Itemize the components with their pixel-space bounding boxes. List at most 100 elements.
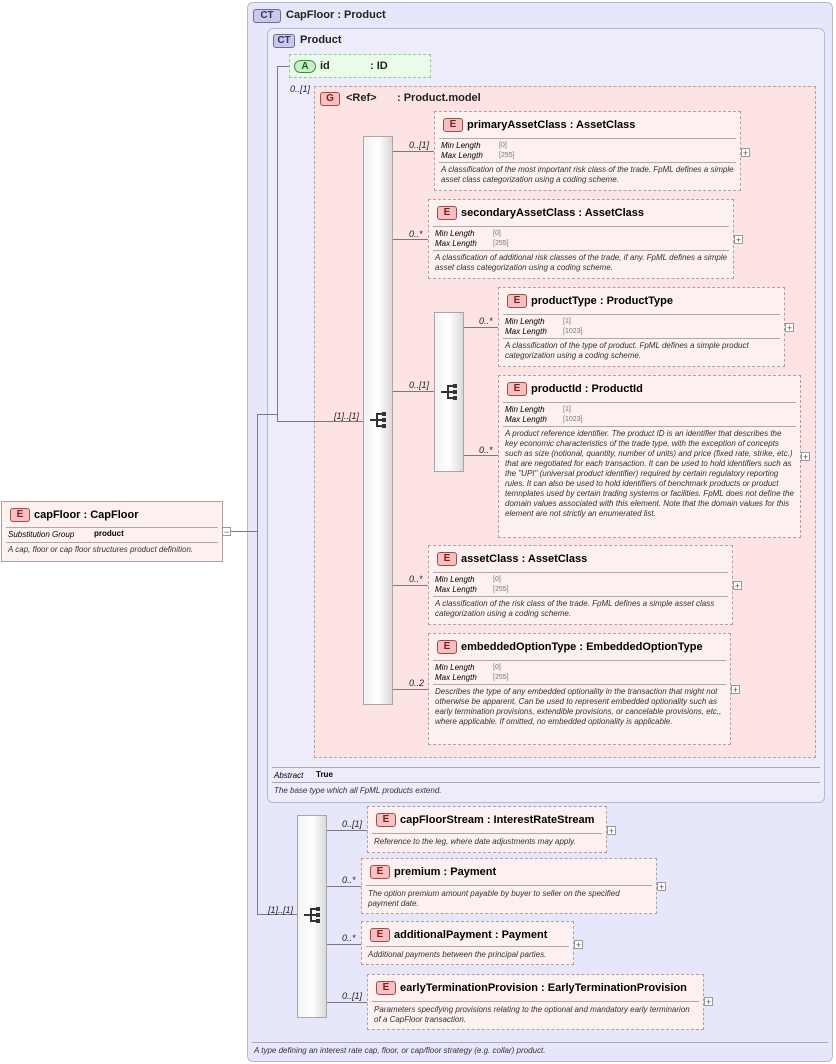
substitution-group-value: product [94,529,124,538]
element-name: embeddedOptionType [461,640,577,653]
element-type: : Payment [443,865,497,878]
element-type: : ProductType [599,294,673,307]
substitution-group-label: Substitution Group [8,530,75,539]
element-type: : EmbeddedOptionType [579,640,703,653]
expand-embedded-option-type[interactable]: + [731,685,740,695]
root-element-type: : CapFloor [83,508,139,521]
attribute-id[interactable]: A id : ID [289,54,431,78]
premium-cardinality: 0..* [342,875,356,885]
element-doc: The option premium amount payable by buy… [368,889,620,908]
expand-premium[interactable]: + [657,882,666,892]
group-name: <Ref> [346,92,377,104]
product-type-doc: The base type which all FpML products ex… [274,786,442,795]
element-name: capFloorStream [400,813,484,826]
element-doc: A classification of the type of product.… [505,341,749,360]
element-name: secondaryAssetClass [461,206,576,219]
choice-icon [441,384,459,400]
root-element-name: capFloor [34,508,81,521]
element-name: premium [394,865,441,878]
element-type: : EarlyTerminationProvision [541,981,687,994]
embedded-option-type-cardinality: 0..2 [409,678,425,688]
expand-early-termination-provision[interactable]: + [704,997,713,1007]
group-badge: G [320,92,340,106]
expand-asset-class[interactable]: + [733,581,742,591]
element-type: : Payment [494,928,548,941]
attribute-type: : ID [370,60,388,72]
element-badge: E [437,552,457,566]
complex-type-badge: CT [273,34,295,48]
element-badge: E [443,118,463,132]
element-badge: E [437,640,457,654]
expand-product-type[interactable]: + [785,323,794,333]
product-type-cardinality: 0..* [479,316,493,326]
attribute-name: id [320,60,330,72]
expand-secondary-asset-class[interactable]: + [734,235,743,245]
element-badge: E [370,928,390,942]
element-doc: Reference to the leg, where date adjustm… [374,837,576,846]
sequence-icon [370,412,388,428]
element-badge: E [507,382,527,396]
element-badge: E [10,508,30,522]
product-type-title: Product [300,34,342,46]
capfloor-sequence[interactable] [297,815,327,1018]
attribute-badge: A [294,60,316,73]
element-badge: E [437,206,457,220]
element-type: : AssetClass [578,206,645,219]
element-doc: Describes the type of any embedded optio… [435,687,722,726]
capfloor-type-title: CapFloor : Product [286,9,386,21]
element-badge: E [507,294,527,308]
element-doc: A classification of additional risk clas… [435,253,727,272]
element-name: productType [531,294,597,307]
element-name: assetClass [461,552,519,565]
expand-product-id[interactable]: + [801,452,810,462]
element-doc: A product reference identifier. The prod… [505,429,794,518]
group-type: : Product.model [397,92,481,104]
element-type: : InterestRateStream [486,813,595,826]
product-id-cardinality: 0..* [479,445,493,455]
sequence-icon [304,907,322,923]
element-doc: Additional payments between the principa… [368,950,547,959]
collapse-root-element[interactable]: − [222,527,231,537]
root-element-doc: A cap, floor or cap floor structures pro… [8,545,194,554]
cap-floor-stream-cardinality: 0..[1] [342,819,363,829]
bottom-sequence-cardinality: [1]..[1] [268,905,294,915]
element-type: : AssetClass [521,552,588,565]
abstract-value: True [316,770,333,779]
group-sequence-cardinality: [1]..[1] [334,411,360,421]
element-badge: E [376,813,396,827]
complex-type-badge: CT [253,9,281,23]
expand-cap-floor-stream[interactable]: + [607,826,616,836]
element-name: primaryAssetClass [467,118,567,131]
expand-additional-payment[interactable]: + [574,940,583,950]
capfloor-type-doc: A type defining an interest rate cap, fl… [254,1046,546,1055]
element-name: earlyTerminationProvision [400,981,538,994]
primary-asset-class-cardinality: 0..[1] [409,140,430,150]
expand-primary-asset-class[interactable]: + [741,148,750,158]
attribute-id-cardinality: 0..[1] [290,84,311,94]
element-name: additionalPayment [394,928,492,941]
element-doc: A classification of the risk class of th… [435,599,715,618]
element-doc: A classification of the most important r… [441,165,734,184]
early-termination-provision-cardinality: 0..[1] [342,991,363,1001]
element-badge: E [376,981,396,995]
element-type: : AssetClass [569,118,636,131]
additional-payment-cardinality: 0..* [342,933,356,943]
asset-class-cardinality: 0..* [409,574,423,584]
element-badge: E [370,865,390,879]
choice-cardinality: 0..[1] [409,380,430,390]
element-type: : ProductId [584,382,643,395]
element-name: productId [531,382,582,395]
secondary-asset-class-cardinality: 0..* [409,229,423,239]
element-doc: Parameters specifying provisions relatin… [374,1005,690,1024]
